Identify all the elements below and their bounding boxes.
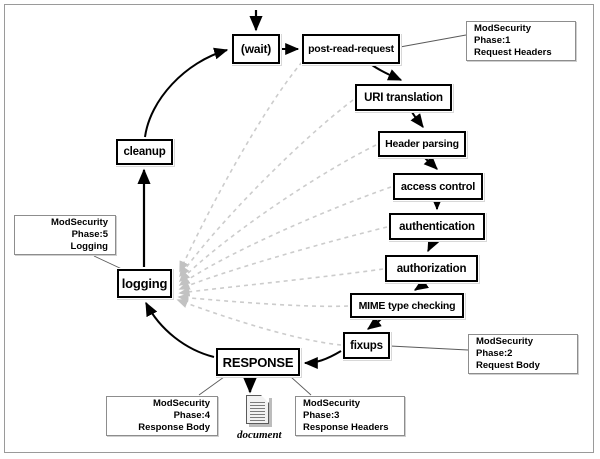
edge-fixups-response <box>303 350 342 369</box>
node-logging[interactable]: logging <box>117 269 172 298</box>
node-label: authorization <box>396 262 467 275</box>
dash-fixups-logging <box>176 298 342 346</box>
node-label: Header parsing <box>385 138 459 150</box>
dash-header-logging <box>178 144 377 283</box>
node-access-control[interactable]: access control <box>393 173 483 200</box>
note-line-2: Response Headers <box>303 422 389 433</box>
node-authentication[interactable]: authentication <box>389 213 485 240</box>
node-label: access control <box>400 180 476 193</box>
document-label: document <box>237 429 282 441</box>
leader-phase5 <box>93 255 125 271</box>
note-line-2: Request Body <box>476 360 540 371</box>
node-authorization[interactable]: authorization <box>385 255 478 282</box>
dash-mime-logging <box>177 293 349 308</box>
node-label: post-read-request <box>308 43 394 55</box>
logging-dashed-edges <box>176 61 392 346</box>
dash-uri-logging <box>179 99 354 278</box>
dash-access-logging <box>178 186 392 286</box>
node-label: URI translation <box>364 91 443 104</box>
node-mime-type-checking[interactable]: MIME type checking <box>350 293 464 318</box>
note-phase2: ModSecurity Phase:2 Request Body <box>468 334 578 374</box>
edge-cleanup-wait <box>144 47 229 138</box>
document-icon <box>246 395 273 427</box>
node-response[interactable]: RESPONSE <box>216 348 300 376</box>
node-fixups[interactable]: fixups <box>343 332 390 359</box>
note-phase4: ModSecurity Phase:4 Response Body <box>106 396 218 436</box>
edge-header-access <box>423 155 438 170</box>
note-phase1: ModSecurity Phase:1 Request Headers <box>466 21 576 61</box>
document-icon-page <box>246 395 270 424</box>
note-line-1: ModSecurity Phase:5 <box>50 217 108 240</box>
note-phase3: ModSecurity Phase:3 Response Headers <box>295 396 405 436</box>
node-label: MIME type checking <box>358 299 456 312</box>
leader-phase3 <box>290 376 312 396</box>
node-label: fixups <box>350 339 383 352</box>
node-wait[interactable]: (wait) <box>232 34 280 64</box>
note-line-1: ModSecurity Phase:1 <box>474 23 532 46</box>
document-output: document <box>237 395 282 441</box>
node-label: logging <box>121 276 168 291</box>
node-uri-translation[interactable]: URI translation <box>355 84 452 111</box>
note-line-2: Response Body <box>138 422 210 433</box>
document-icon-lines <box>250 402 266 423</box>
node-post-read-request[interactable]: post-read-request <box>302 34 400 64</box>
edge-postread-uri <box>371 64 403 81</box>
note-line-1: ModSecurity Phase:3 <box>303 398 361 421</box>
note-line-2: Logging <box>70 241 108 252</box>
leader-phase4 <box>198 376 225 396</box>
node-label: cleanup <box>123 146 166 158</box>
document-icon-fold <box>261 395 270 403</box>
edge-authz-mime <box>414 277 429 291</box>
node-header-parsing[interactable]: Header parsing <box>378 131 466 157</box>
note-line-1: ModSecurity Phase:2 <box>476 336 534 359</box>
edge-response-logging <box>145 301 215 358</box>
dash-authz-logging <box>178 268 384 297</box>
note-phase5: ModSecurity Phase:5 Logging <box>14 215 116 255</box>
dash-authn-logging <box>178 226 388 290</box>
note-line-2: Request Headers <box>474 47 552 58</box>
node-label: (wait) <box>240 42 272 56</box>
note-line-1: ModSecurity Phase:4 <box>152 398 210 421</box>
node-cleanup[interactable]: cleanup <box>116 139 173 165</box>
dash-postread-logging <box>179 61 303 273</box>
node-label: authentication <box>399 220 475 233</box>
leader-phase2 <box>389 345 469 351</box>
leader-phase1 <box>399 34 467 48</box>
edge-authn-authz <box>427 236 440 253</box>
edge-uri-header <box>410 111 424 128</box>
node-label: RESPONSE <box>222 354 294 370</box>
edge-mime-fixups <box>367 316 382 330</box>
